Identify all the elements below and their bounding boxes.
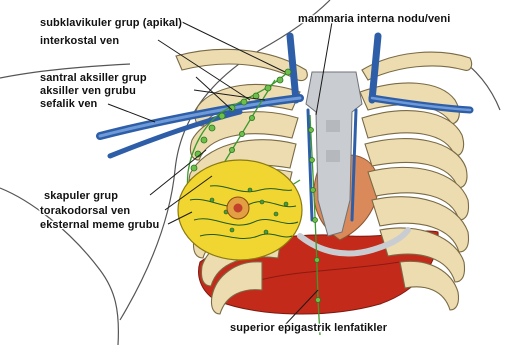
breast [178,160,302,260]
label-subclavicular-group: subklavikuler grup (apikal) [40,17,182,29]
label-superior-epigastric: superior epigastrik lenfatikler [230,322,388,334]
label-cephalic-vein: sefalik ven [40,98,98,110]
label-thoracodorsal-vein: torakodorsal ven [40,205,130,217]
label-central-axillary-group: santral aksiller grup [40,72,147,84]
label-internal-mammary: mammaria interna nodu/veni [298,13,450,25]
label-intercostal-vein: interkostal ven [40,35,119,47]
label-axillary-vein-group: aksiller ven grubu [40,85,136,97]
nipple [234,204,243,213]
label-scapular-group: skapuler grup [44,190,118,202]
label-external-mammary-group: eksternal meme grubu [40,219,159,231]
